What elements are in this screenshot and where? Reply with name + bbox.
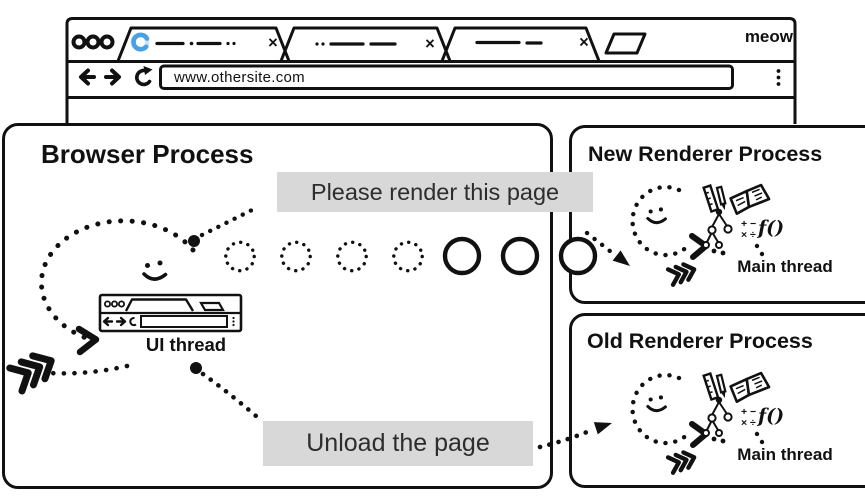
url-bar[interactable] [159, 64, 734, 90]
tab1-title-placeholder [155, 41, 236, 46]
tab1-close-icon[interactable]: × [268, 34, 278, 52]
tab-2[interactable] [279, 26, 452, 63]
ui-thread-label: UI thread [145, 334, 227, 355]
url-text[interactable]: www.othersite.com [174, 69, 305, 86]
window-control-icons[interactable] [71, 34, 115, 50]
new-renderer-title: New Renderer Process [588, 142, 823, 166]
new-renderer-process-box: New Renderer Process [569, 125, 865, 304]
browser-process-title: Browser Process [41, 139, 254, 169]
kebab-menu-icon[interactable] [776, 69, 781, 86]
unload-message-label: Unload the page [263, 421, 533, 466]
tab2-title-placeholder [315, 42, 397, 46]
tab-1[interactable] [116, 26, 291, 63]
tab-loading-spinner-icon [130, 32, 150, 52]
old-main-thread-label: Main thread [737, 445, 833, 464]
new-tab-button[interactable] [604, 32, 647, 55]
tab-3[interactable] [440, 26, 601, 63]
back-icon[interactable] [79, 68, 96, 86]
reload-icon[interactable] [135, 66, 153, 87]
tab2-close-icon[interactable]: × [425, 35, 435, 53]
render-message-label: Please render this page [277, 172, 593, 212]
tab3-title-placeholder [475, 40, 543, 45]
tab3-close-icon[interactable]: × [579, 34, 589, 52]
old-renderer-title: Old Renderer Process [587, 329, 813, 353]
brand-text: meow [744, 27, 793, 46]
forward-icon[interactable] [104, 68, 121, 86]
new-main-thread-label: Main thread [737, 257, 833, 276]
